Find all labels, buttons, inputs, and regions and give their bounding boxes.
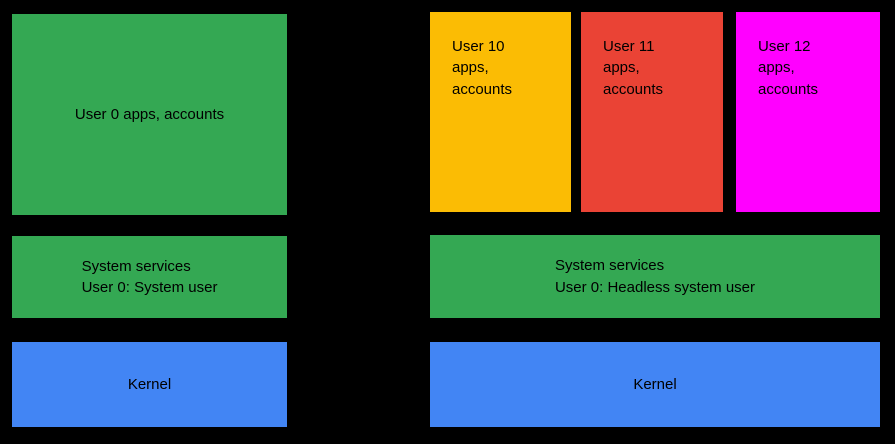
box-user12-apps-label: User 12 apps, accounts: [758, 38, 819, 98]
box-system-services-right: System services User 0: Headless system …: [430, 235, 880, 318]
box-user11-apps-label: User 11 apps, accounts: [603, 38, 664, 98]
box-kernel-right-label: Kernel: [633, 375, 677, 393]
box-kernel-left: Kernel: [12, 342, 287, 427]
box-kernel-right: Kernel: [430, 342, 880, 427]
box-user12-apps: User 12 apps, accounts: [736, 12, 880, 212]
box-system-services-left: System services User 0: System user: [12, 236, 287, 318]
box-user10-apps-label: User 10 apps, accounts: [452, 38, 513, 98]
box-kernel-left-label: Kernel: [127, 375, 172, 393]
box-user0-apps: User 0 apps, accounts: [12, 14, 287, 215]
box-user11-apps: User 11 apps, accounts: [581, 12, 723, 212]
box-user0-apps-label: User 0 apps, accounts: [74, 105, 225, 123]
box-system-services-left-label: System services User 0: System user: [81, 257, 218, 296]
box-system-services-right-label: System services User 0: Headless system …: [554, 257, 756, 296]
box-user10-apps: User 10 apps, accounts: [430, 12, 571, 212]
